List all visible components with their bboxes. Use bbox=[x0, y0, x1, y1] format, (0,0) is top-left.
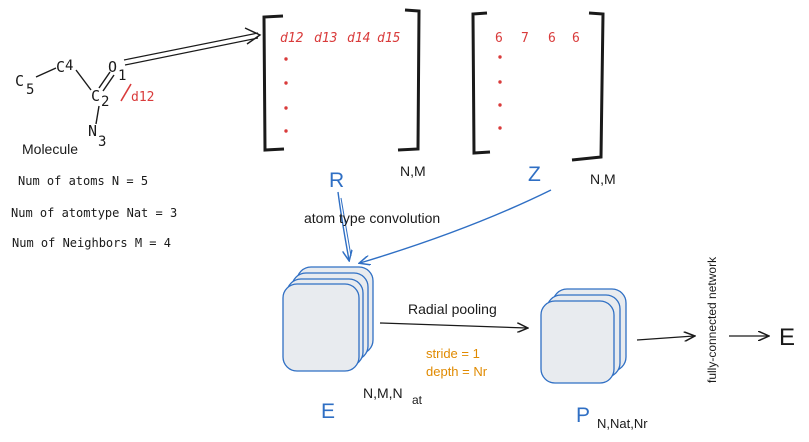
r-to-e-arrow bbox=[337, 191, 349, 260]
z-matrix-name: Z bbox=[528, 163, 541, 186]
z-matrix: 6 7 6 6 bbox=[471, 11, 605, 162]
atom-c5-index: 5 bbox=[26, 82, 34, 98]
r-matrix: d12 d13 d14 d15 bbox=[262, 8, 421, 152]
z-dot bbox=[498, 80, 502, 84]
pool-arrow bbox=[379, 322, 527, 328]
z-entry-1: 6 bbox=[495, 31, 503, 46]
p-tensor-layer bbox=[540, 300, 615, 384]
z-matrix-left-bracket bbox=[471, 11, 491, 155]
atom-n3: N bbox=[88, 122, 97, 140]
atom-n3-index: 3 bbox=[98, 134, 106, 150]
r-matrix-name: R bbox=[329, 169, 344, 192]
molecule-caption: Molecule bbox=[22, 141, 78, 157]
atom-c4: C bbox=[56, 58, 65, 76]
r-entry-d14: d14 bbox=[347, 31, 370, 46]
z-matrix-subscript: N,M bbox=[590, 171, 616, 187]
molecule-graph: C 5 C 4 C 2 O 1 N 3 d12 bbox=[15, 58, 154, 150]
p-tensor-name: P bbox=[576, 404, 590, 427]
r-matrix-subscript: N,M bbox=[400, 163, 426, 179]
e-tensor-subscript: N,M,N bbox=[363, 385, 403, 401]
bond-c2-o1-b bbox=[102, 74, 115, 92]
r-entry-d12: d12 bbox=[280, 31, 304, 46]
pool-stride: stride = 1 bbox=[426, 346, 480, 361]
z-entry-2: 7 bbox=[521, 31, 529, 46]
r-to-e-arrow-second bbox=[340, 197, 352, 257]
stat-num-atoms: Num of atoms N = 5 bbox=[18, 174, 148, 188]
convolution-label: atom type convolution bbox=[304, 210, 440, 226]
stat-num-neighbors: Num of Neighbors M = 4 bbox=[12, 236, 171, 250]
r-matrix-right-bracket bbox=[397, 8, 421, 152]
z-to-e-arrow bbox=[360, 189, 552, 263]
distance-slash bbox=[120, 83, 132, 102]
e-tensor-name: E bbox=[321, 400, 335, 423]
atom-c4-index: 4 bbox=[65, 58, 73, 74]
bond-c2-o1-a bbox=[98, 71, 111, 89]
e-tensor-subscript-sub: at bbox=[412, 393, 423, 407]
p-tensor-subscript: N,Nat,Nr bbox=[597, 416, 648, 431]
r-entry-d15: d15 bbox=[377, 31, 401, 46]
z-matrix-right-bracket bbox=[571, 11, 605, 162]
bond-c5-c4 bbox=[35, 67, 57, 78]
fc-label: fully-connected network bbox=[705, 256, 719, 383]
output-label: E bbox=[779, 324, 795, 351]
r-dot bbox=[284, 57, 288, 61]
r-entry-d13: d13 bbox=[314, 31, 337, 46]
stat-num-atomtype: Num of atomtype Nat = 3 bbox=[11, 206, 177, 220]
z-entry-4: 6 bbox=[572, 31, 580, 46]
z-dot bbox=[498, 103, 502, 107]
pool-depth: depth = Nr bbox=[426, 364, 488, 379]
atom-c5: C bbox=[15, 72, 24, 90]
pool-label: Radial pooling bbox=[408, 301, 497, 317]
r-matrix-left-bracket bbox=[262, 14, 285, 152]
distance-label: d12 bbox=[131, 90, 154, 105]
z-dot bbox=[498, 126, 502, 130]
z-dot bbox=[498, 55, 502, 59]
atom-c2-index: 2 bbox=[101, 94, 109, 110]
e-tensor-layer bbox=[282, 283, 360, 372]
p-tensor-stack bbox=[540, 288, 627, 384]
molecule-to-matrix-arrow bbox=[123, 27, 262, 66]
r-dot bbox=[284, 81, 288, 85]
p-to-fc-arrow bbox=[636, 336, 694, 340]
atom-o1-index: 1 bbox=[118, 68, 126, 84]
atom-c2: C bbox=[91, 87, 100, 105]
bond-c2-n3 bbox=[95, 105, 100, 125]
atom-o1: O bbox=[108, 58, 117, 76]
r-dot bbox=[284, 129, 288, 133]
e-tensor-stack bbox=[282, 266, 374, 372]
z-entry-3: 6 bbox=[548, 31, 556, 46]
r-dot bbox=[284, 106, 288, 110]
bond-c4-c2 bbox=[75, 69, 92, 91]
